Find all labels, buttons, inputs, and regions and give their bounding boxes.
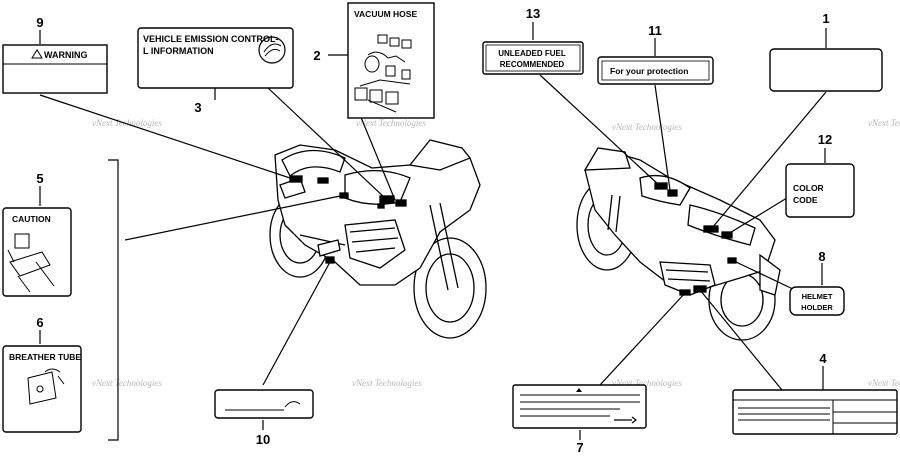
leader-lines <box>39 22 827 441</box>
watermark-8: vNext Technologies <box>868 378 900 388</box>
honda-wing-icon <box>258 36 286 64</box>
label-10 <box>214 389 314 419</box>
watermark-4: vNext Technologies <box>868 118 900 128</box>
label-11-protection: For your protection <box>597 56 714 85</box>
warning-triangle-icon <box>31 49 43 59</box>
vacuum-hose-text: VACUUM HOSE <box>354 9 417 19</box>
callout-11: 11 <box>648 23 662 38</box>
watermark-5: vNext Technologies <box>92 378 162 388</box>
watermark-6: vNext Technologies <box>352 378 422 388</box>
unleaded-line-1: UNLEADED FUEL <box>498 49 566 58</box>
label-2-vacuum-hose: VACUUM HOSE <box>347 2 435 119</box>
helmet-line-1: HELMET <box>802 292 833 301</box>
label-13-unleaded: UNLEADED FUEL RECOMMENDED <box>482 41 584 75</box>
callout-8: 8 <box>818 249 825 264</box>
caution-pictogram-icon <box>7 233 55 293</box>
motorcycle-right <box>576 147 781 341</box>
callout-3: 3 <box>194 100 201 115</box>
callout-1: 1 <box>822 11 829 26</box>
warning-text: WARNING <box>44 50 88 60</box>
breather-tube-text: BREATHER TUBE <box>9 352 81 362</box>
callout-7: 7 <box>576 440 583 455</box>
callout-5: 5 <box>36 171 43 186</box>
label-5-caution: CAUTION <box>2 207 72 297</box>
watermark-1: vNext Technologies <box>92 118 162 128</box>
front-wheel-left <box>413 237 487 339</box>
breather-pictogram-icon <box>27 368 65 405</box>
emission-line-2: L INFORMATION <box>143 46 214 56</box>
callout-13: 13 <box>526 6 540 21</box>
callout-10: 10 <box>256 432 270 447</box>
emission-line-1: VEHICLE EMISSION CONTROL- <box>143 34 279 44</box>
label-4 <box>732 389 898 435</box>
watermarks: vNext Technologies vNext Technologies vN… <box>92 118 900 388</box>
label-8-helmet-holder: HELMET HOLDER <box>789 286 845 316</box>
callout-6: 6 <box>36 315 43 330</box>
vacuum-diagram-icon <box>354 34 412 113</box>
watermark-7: vNext Technologies <box>612 378 682 388</box>
label-12-color-code: COLOR CODE <box>785 163 855 218</box>
label-3-emission: VEHICLE EMISSION CONTROL- L INFORMATION <box>137 27 294 89</box>
watermark-2: vNext Technologies <box>356 118 426 128</box>
callout-12: 12 <box>818 132 832 147</box>
callout-9: 9 <box>36 15 43 30</box>
watermark-3: vNext Technologies <box>612 122 682 132</box>
callout-2: 2 <box>313 48 320 63</box>
helmet-line-2: HOLDER <box>801 303 833 312</box>
unleaded-line-2: RECOMMENDED <box>500 60 565 69</box>
label-9-warning: WARNING <box>2 44 108 94</box>
callout-4: 4 <box>819 351 827 366</box>
color-line-1: COLOR <box>793 183 824 193</box>
motorcycle-left <box>269 139 487 339</box>
label-1 <box>769 48 883 92</box>
color-line-2: CODE <box>793 195 818 205</box>
protection-text: For your protection <box>610 66 688 76</box>
label-7 <box>512 384 647 429</box>
label-6-breather-tube: BREATHER TUBE <box>2 345 82 433</box>
caution-text: CAUTION <box>12 214 51 224</box>
